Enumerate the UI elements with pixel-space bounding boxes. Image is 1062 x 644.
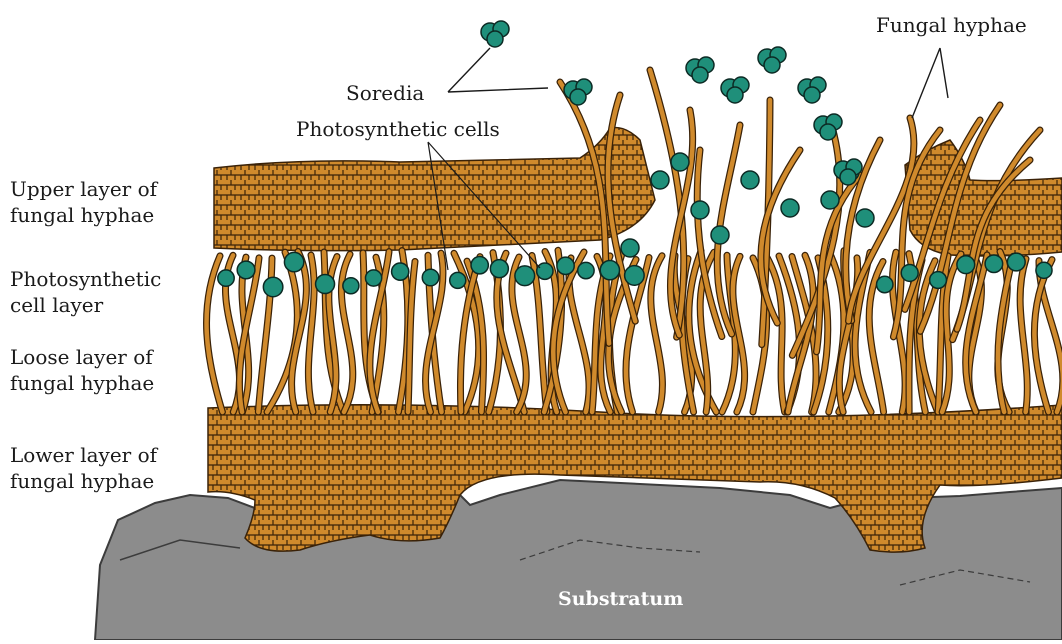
photosynthetic-cell [671,153,689,171]
photosynthetic-cell [1007,253,1025,271]
label-upper-layer: Upper layer of fungal hyphae [10,176,157,228]
photosynthetic-cell [711,226,729,244]
photosynthetic-cell [1036,262,1052,278]
label-photosynthetic-layer: Photosynthetic cell layer [10,266,161,318]
photosynthetic-cell [727,87,743,103]
photosynthetic-cell [578,262,594,278]
photosynthetic-cell [691,201,709,219]
label-loose-layer: Loose layer of fungal hyphae [10,344,154,396]
photosynthetic-cell [985,255,1003,273]
photosynthetic-cell [651,171,669,189]
label-lower-layer-line2: fungal hyphae [10,468,157,494]
photosynthetic-cell [930,272,947,289]
photosynthetic-cell [263,277,282,296]
label-substratum: Substratum [558,588,683,610]
photosynthetic-cell [343,278,359,294]
photosynthetic-cell [621,239,639,257]
label-upper-layer-line2: fungal hyphae [10,202,157,228]
photosynthetic-cell [781,199,799,217]
photosynthetic-cell [515,266,535,286]
photosynthetic-cell [600,260,619,279]
soredia-leader-line [448,48,548,92]
photosynthetic-cell [957,256,975,274]
label-photosynthetic-cells: Photosynthetic cells [296,116,500,142]
label-loose-layer-line2: fungal hyphae [10,370,154,396]
label-soredia: Soredia [346,80,424,106]
photosynthetic-cell [537,263,553,279]
label-upper-layer-line1: Upper layer of [10,176,157,202]
photosynthetic-cell [392,263,409,280]
photosynthetic-cell [840,169,856,185]
photosynthetic-cell [820,124,836,140]
photosynthetic-cell [284,252,303,271]
photosynthetic-cell [877,276,893,292]
photosynthetic-cell [741,171,759,189]
photosynthetic-cell [625,266,645,286]
photosynthetic-cell [804,87,820,103]
photosynthetic-cell [901,264,918,281]
photosynthetic-cell [856,209,874,227]
photosynthetic-cell [218,270,234,286]
label-photo-layer-line1: Photosynthetic [10,266,161,292]
label-loose-layer-line1: Loose layer of [10,344,154,370]
fungal-hyphae-leader-lines [912,48,948,118]
photosynthetic-cell [450,272,466,288]
label-fungal-hyphae: Fungal hyphae [876,12,1027,38]
photosynthetic-cell [422,269,439,286]
label-photo-layer-line2: cell layer [10,292,161,318]
photosynthetic-cell [821,191,839,209]
photosynthetic-cell [764,57,780,73]
photosynthetic-cell [237,261,255,279]
photosynthetic-cell [570,89,586,105]
label-lower-layer-line1: Lower layer of [10,442,157,468]
photosynthetic-cell [487,31,503,47]
photosynthetic-cell [557,257,574,274]
photosynthetic-cell [316,275,335,294]
photosynthetic-cell [471,257,488,274]
photosynthetic-cell [365,270,381,286]
photosynthetic-cell [692,67,708,83]
photosynthetic-cell [490,260,508,278]
label-lower-layer: Lower layer of fungal hyphae [10,442,157,494]
